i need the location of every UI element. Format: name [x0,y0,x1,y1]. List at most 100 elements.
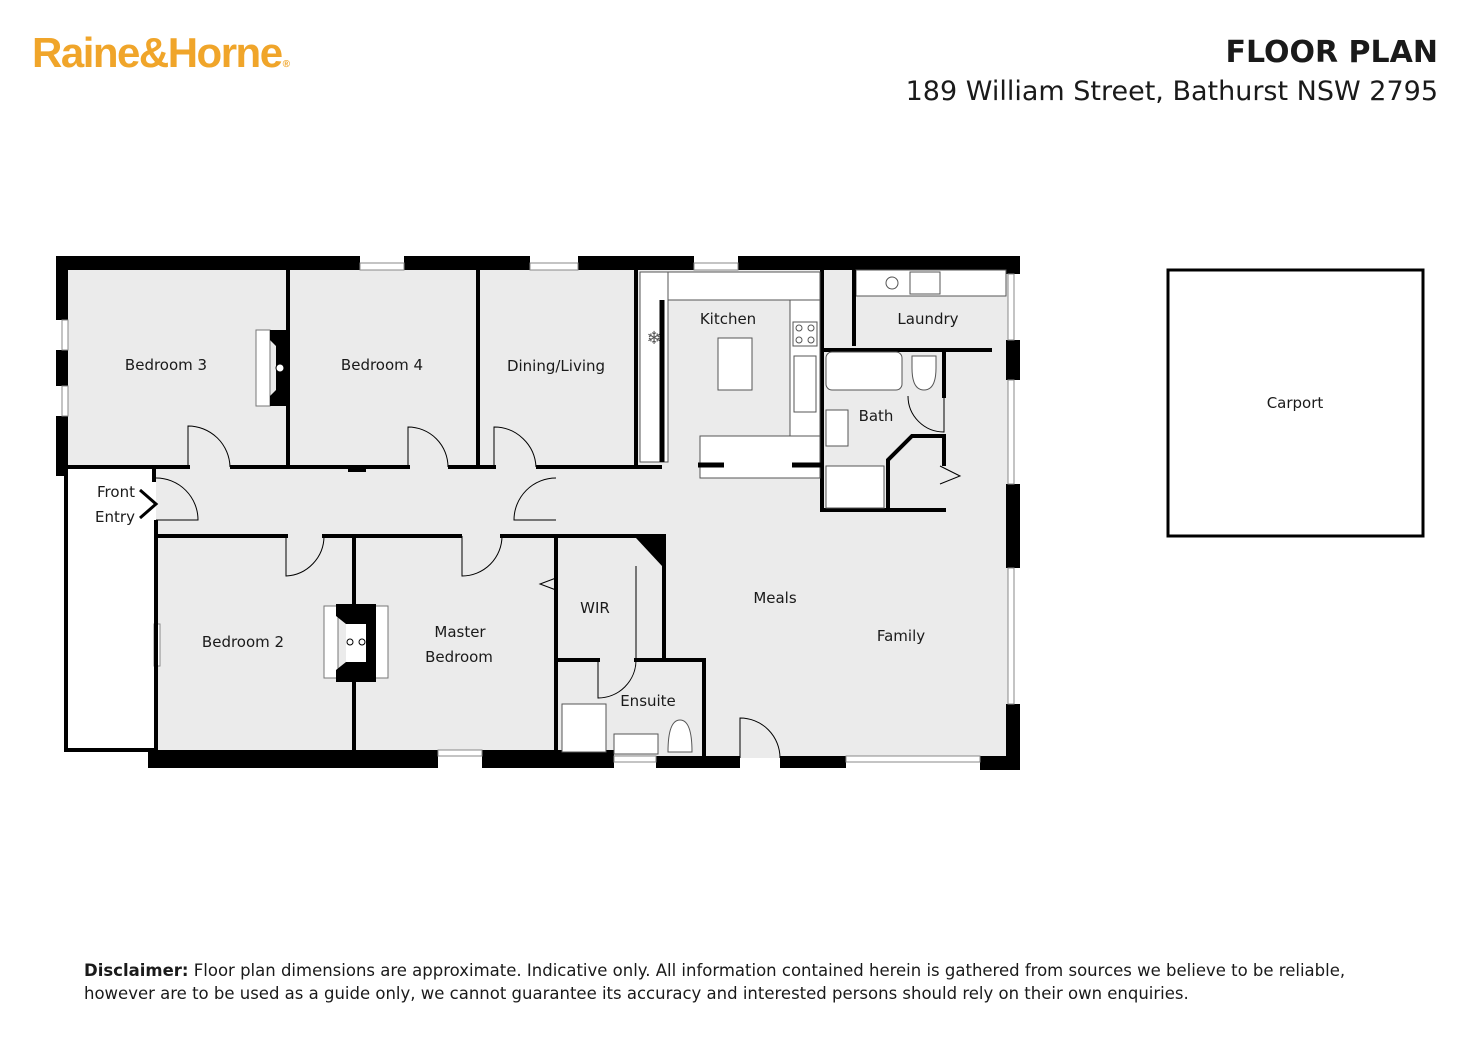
door-bedroom2 [285,535,325,577]
window-top-3 [693,262,739,271]
floor-bedroom2 [156,536,354,750]
bathtub [825,351,903,391]
fireplace-bed2-master [323,604,389,682]
wall-bottom-1 [148,750,438,768]
page-title: FLOOR PLAN [1225,35,1438,70]
interior-walls [64,268,992,758]
fireplace-icon [358,638,366,646]
window-right-2 [1007,379,1015,485]
wall-left-2 [56,350,68,386]
wet-area-fittings [561,269,1007,755]
door-dining [493,426,537,468]
window-left-1 [61,319,69,351]
window-top-1 [359,262,405,271]
exterior-walls [56,256,1020,770]
fireplace-icon [275,363,285,373]
wall-top-3 [578,256,694,270]
kitchen-peninsula [699,435,821,479]
door-arrow-icon [538,577,557,591]
label-bedroom3: Bedroom 3 [125,356,207,374]
kitchen-island [717,337,753,391]
kitchen-sink [793,355,817,413]
label-ensuite: Ensuite [620,692,676,710]
wall-bottom-4 [780,756,846,768]
bath-shower [825,465,885,509]
window-bottom-1 [437,749,483,757]
kitchen-fittings [639,271,821,479]
label-carport: Carport [1267,394,1324,412]
ensuite-shower [561,703,607,753]
wall-left-1 [56,256,68,320]
floor-areas [66,270,1010,758]
wir-corner [636,538,662,566]
door-ensuite [597,659,637,699]
wall-right-3 [1006,484,1020,568]
floor-wir [556,536,664,660]
wall-bottom-2 [482,750,614,768]
floor-bedroom3 [66,270,288,468]
stove-icon [795,324,815,344]
chevron-right-icon [139,488,159,520]
label-meals: Meals [753,589,797,607]
fireplace-bed3 [255,329,288,407]
door-master [461,535,503,577]
label-bath: Bath [859,407,894,425]
wet-area-walls [852,270,946,510]
window-bottom-3 [845,755,981,763]
label-front-entry-2: Entry [95,508,135,526]
wall-bottom-5 [980,756,1020,770]
label-master-1: Master [434,623,486,641]
door-arrow-icon [939,465,962,485]
bath-vanity [825,409,849,447]
label-wir: WIR [580,599,610,617]
door-bedroom3 [187,425,231,468]
label-laundry: Laundry [897,310,958,328]
property-address: 189 William Street, Bathurst NSW 2795 [905,76,1438,107]
door-hall-to-meals [513,477,557,521]
brand-logo: Raine&Horne® [32,32,290,74]
wall-top-2 [404,256,530,270]
window-left-2 [61,385,69,417]
carport-outline [1166,268,1425,538]
floor-dining [478,270,638,468]
laundry-tub [909,271,941,295]
window-right-1 [1007,273,1015,341]
label-front-entry-1: Front [97,483,135,501]
wall-top-1 [56,256,360,270]
fridge-icon: ❄ [646,328,661,349]
washer-icon [885,276,899,290]
label-bedroom4: Bedroom 4 [341,356,423,374]
window-top-2 [529,262,579,271]
disclaimer: Disclaimer: Floor plan dimensions are ap… [84,959,1404,1005]
wall-right-2 [1006,340,1020,380]
bath-toilet [911,355,937,391]
wall-right-4 [1006,704,1020,770]
floor-bedroom4 [288,270,478,468]
wall-right-1 [1006,256,1020,274]
wall-bottom-3 [656,756,740,768]
window-right-3 [1007,567,1015,705]
disclaimer-label: Disclaimer: [84,961,189,980]
door-bath [907,395,945,433]
brand-logo-text: Raine&Horne [32,29,283,76]
doors [155,349,990,759]
disclaimer-text: Floor plan dimensions are approximate. I… [84,961,1346,1003]
label-dining-living: Dining/Living [507,357,605,375]
door-front-entry [155,477,199,521]
brand-logo-mark: ® [282,59,290,70]
door-bedroom4 [407,426,449,468]
label-master-2: Bedroom [425,648,493,666]
ensuite-vanity [613,733,659,755]
ensuite-toilet [667,719,693,753]
fireplace-icon [346,638,354,646]
label-bedroom2: Bedroom 2 [202,633,284,651]
door-family-bottom [739,717,781,759]
label-family: Family [877,627,925,645]
label-kitchen: Kitchen [700,310,756,328]
kitchen-walls [659,300,822,468]
kitchen-bench-top [667,271,821,301]
wall-left-3 [56,416,68,476]
wall-top-4 [738,256,1020,270]
